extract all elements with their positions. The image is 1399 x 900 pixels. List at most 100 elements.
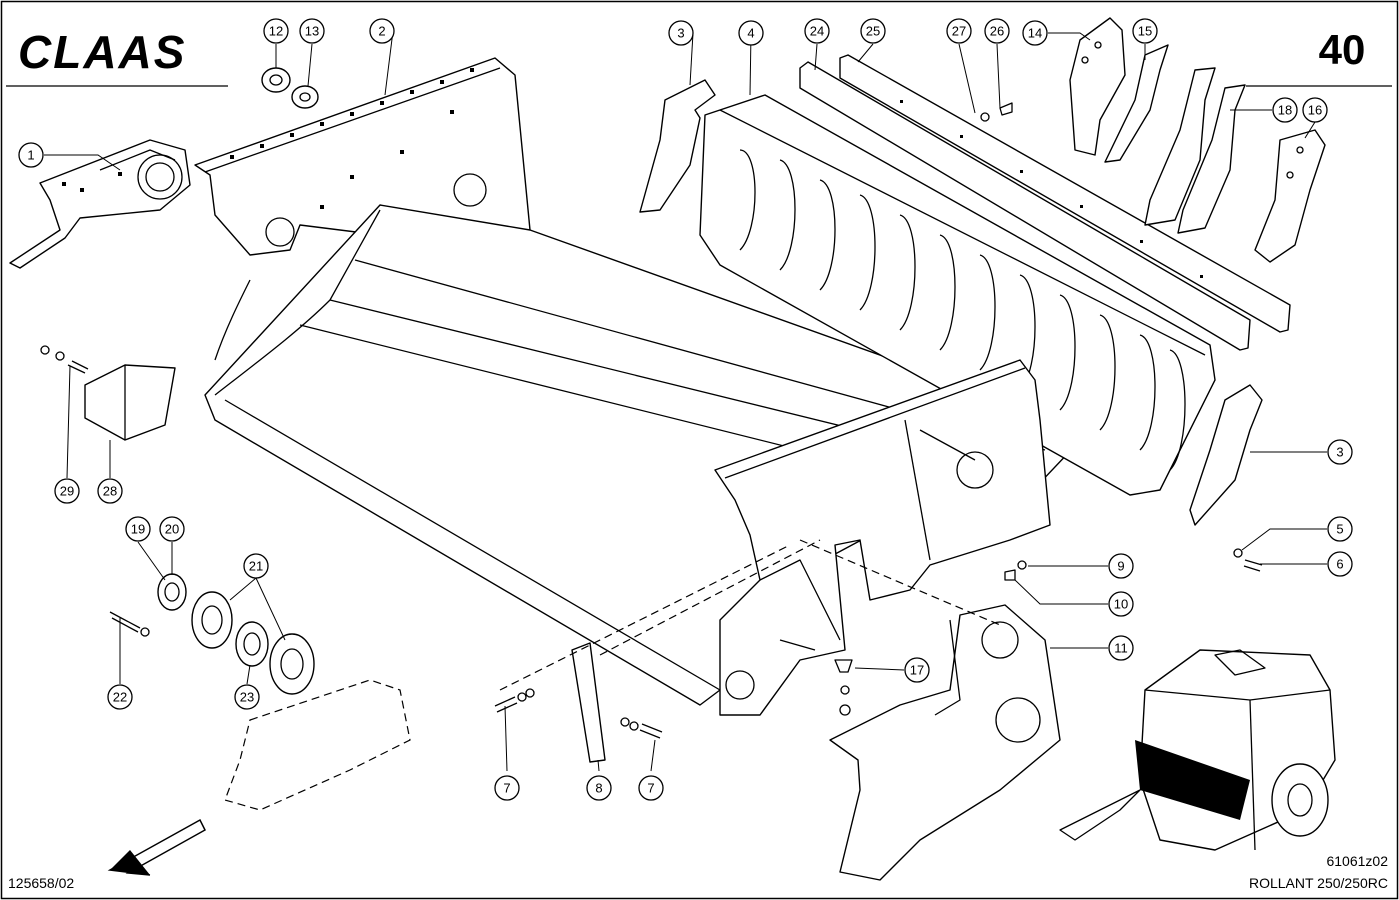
svg-text:11: 11 bbox=[1114, 641, 1128, 656]
part-17-bolt bbox=[834, 659, 853, 716]
callout-23: 23 bbox=[234, 684, 260, 710]
callout-21: 21 bbox=[243, 553, 269, 579]
svg-text:2: 2 bbox=[378, 24, 385, 39]
svg-text:29: 29 bbox=[60, 484, 74, 499]
svg-text:16: 16 bbox=[1308, 103, 1322, 118]
part-8-strip bbox=[571, 642, 606, 763]
callout-5: 5 bbox=[1327, 516, 1353, 542]
callout-2: 2 bbox=[369, 18, 395, 44]
svg-text:27: 27 bbox=[952, 24, 966, 39]
svg-text:17: 17 bbox=[910, 663, 924, 678]
svg-text:5: 5 bbox=[1336, 522, 1343, 537]
callout-13: 13 bbox=[299, 18, 325, 44]
part-29-bolt bbox=[40, 345, 89, 374]
callout-16: 16 bbox=[1302, 97, 1328, 123]
callout-1: 1 bbox=[18, 142, 44, 168]
callout-20: 20 bbox=[159, 516, 185, 542]
svg-text:21: 21 bbox=[249, 559, 263, 574]
callout-12: 12 bbox=[263, 18, 289, 44]
part-7-bolts bbox=[494, 688, 663, 739]
part-3-right-bracket bbox=[1189, 384, 1263, 526]
callout-27: 27 bbox=[946, 18, 972, 44]
part-26-27-fasteners bbox=[980, 102, 1013, 122]
callout-29: 29 bbox=[54, 478, 80, 504]
svg-text:22: 22 bbox=[113, 690, 127, 705]
svg-text:26: 26 bbox=[990, 24, 1004, 39]
svg-text:12: 12 bbox=[269, 24, 283, 39]
callout-14: 14 bbox=[1022, 20, 1048, 46]
part-19-collar bbox=[157, 573, 187, 611]
callout-15: 15 bbox=[1132, 18, 1158, 44]
svg-text:25: 25 bbox=[866, 24, 880, 39]
machine-thumbnail bbox=[1059, 649, 1336, 851]
callout-8: 8 bbox=[586, 775, 612, 801]
svg-text:14: 14 bbox=[1028, 26, 1042, 41]
part-5-6-fasteners bbox=[1233, 548, 1263, 572]
model-name: ROLLANT 250/250RC bbox=[1249, 875, 1388, 891]
part-1-bracket bbox=[9, 139, 191, 269]
brand-logo-text: CLAAS bbox=[18, 26, 186, 78]
svg-text:23: 23 bbox=[240, 690, 254, 705]
part-11-side-panel bbox=[829, 604, 1061, 881]
callout-18: 18 bbox=[1272, 97, 1298, 123]
callout-6: 6 bbox=[1327, 551, 1353, 577]
callout-3-right: 3 bbox=[1327, 439, 1353, 465]
svg-text:28: 28 bbox=[103, 484, 117, 499]
part-28-cover bbox=[84, 364, 176, 441]
svg-text:6: 6 bbox=[1336, 557, 1343, 572]
svg-text:4: 4 bbox=[747, 26, 754, 41]
callout-17: 17 bbox=[904, 657, 930, 683]
callout-28: 28 bbox=[97, 478, 123, 504]
svg-text:1: 1 bbox=[27, 148, 34, 163]
svg-text:3: 3 bbox=[1336, 445, 1343, 460]
svg-text:7: 7 bbox=[503, 781, 510, 796]
part-21-flange bbox=[191, 591, 315, 695]
drawing-id: 125658/02 bbox=[8, 875, 74, 891]
svg-text:20: 20 bbox=[165, 522, 179, 537]
reference-outline bbox=[224, 539, 1001, 811]
front-frame bbox=[714, 359, 1051, 716]
svg-text:18: 18 bbox=[1278, 103, 1292, 118]
group-code: 61061z02 bbox=[1326, 853, 1388, 869]
part-22-bolt bbox=[109, 611, 150, 637]
svg-text:10: 10 bbox=[1114, 597, 1128, 612]
svg-text:19: 19 bbox=[131, 522, 145, 537]
part-9-10-fasteners bbox=[1004, 560, 1027, 581]
callout-11: 11 bbox=[1108, 635, 1134, 661]
part-2-side-plate bbox=[194, 57, 531, 256]
svg-text:24: 24 bbox=[810, 24, 824, 39]
callout-19: 19 bbox=[125, 516, 151, 542]
callout-9: 9 bbox=[1108, 553, 1134, 579]
part-12-13-washers bbox=[261, 67, 319, 109]
part-24-strip bbox=[799, 61, 1251, 351]
part-3-left-bracket bbox=[639, 79, 716, 213]
callout-7-left: 7 bbox=[494, 775, 520, 801]
brand-logo: CLAAS bbox=[6, 26, 228, 87]
svg-text:15: 15 bbox=[1138, 24, 1152, 39]
part-15-tine bbox=[1104, 44, 1169, 163]
callout-24: 24 bbox=[804, 18, 830, 44]
svg-text:9: 9 bbox=[1117, 559, 1124, 574]
page-number: 40 bbox=[1319, 26, 1366, 73]
part-16-plate bbox=[1254, 129, 1326, 263]
callout-10: 10 bbox=[1108, 591, 1134, 617]
callout-25: 25 bbox=[860, 18, 886, 44]
callout-7-right: 7 bbox=[638, 775, 664, 801]
part-23-bearing bbox=[235, 621, 269, 667]
part-25-strip bbox=[839, 54, 1291, 333]
svg-text:8: 8 bbox=[595, 781, 602, 796]
svg-text:13: 13 bbox=[305, 24, 319, 39]
svg-text:7: 7 bbox=[647, 781, 654, 796]
callout-3-left: 3 bbox=[668, 20, 694, 46]
callout-4: 4 bbox=[738, 20, 764, 46]
part-14-plate bbox=[1069, 17, 1126, 156]
direction-arrow bbox=[107, 818, 206, 876]
callout-26: 26 bbox=[984, 18, 1010, 44]
part-18-tine bbox=[1144, 67, 1246, 234]
callout-22: 22 bbox=[107, 684, 133, 710]
leader-lines bbox=[44, 30, 1327, 772]
svg-text:3: 3 bbox=[677, 26, 684, 41]
page-number-block: 40 bbox=[1246, 26, 1392, 87]
